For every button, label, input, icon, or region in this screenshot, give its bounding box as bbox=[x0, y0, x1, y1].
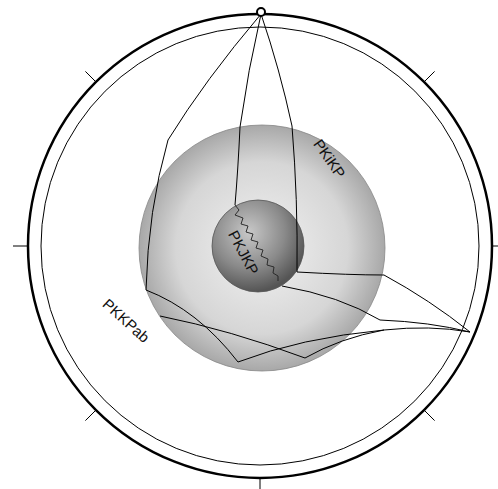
source-marker bbox=[257, 8, 265, 16]
outer-core bbox=[139, 125, 385, 371]
inner-core bbox=[212, 200, 304, 292]
degree-ticks bbox=[13, 71, 498, 489]
earth-surface bbox=[28, 14, 492, 478]
crust-boundary bbox=[41, 27, 479, 465]
ray-paths bbox=[146, 14, 470, 362]
